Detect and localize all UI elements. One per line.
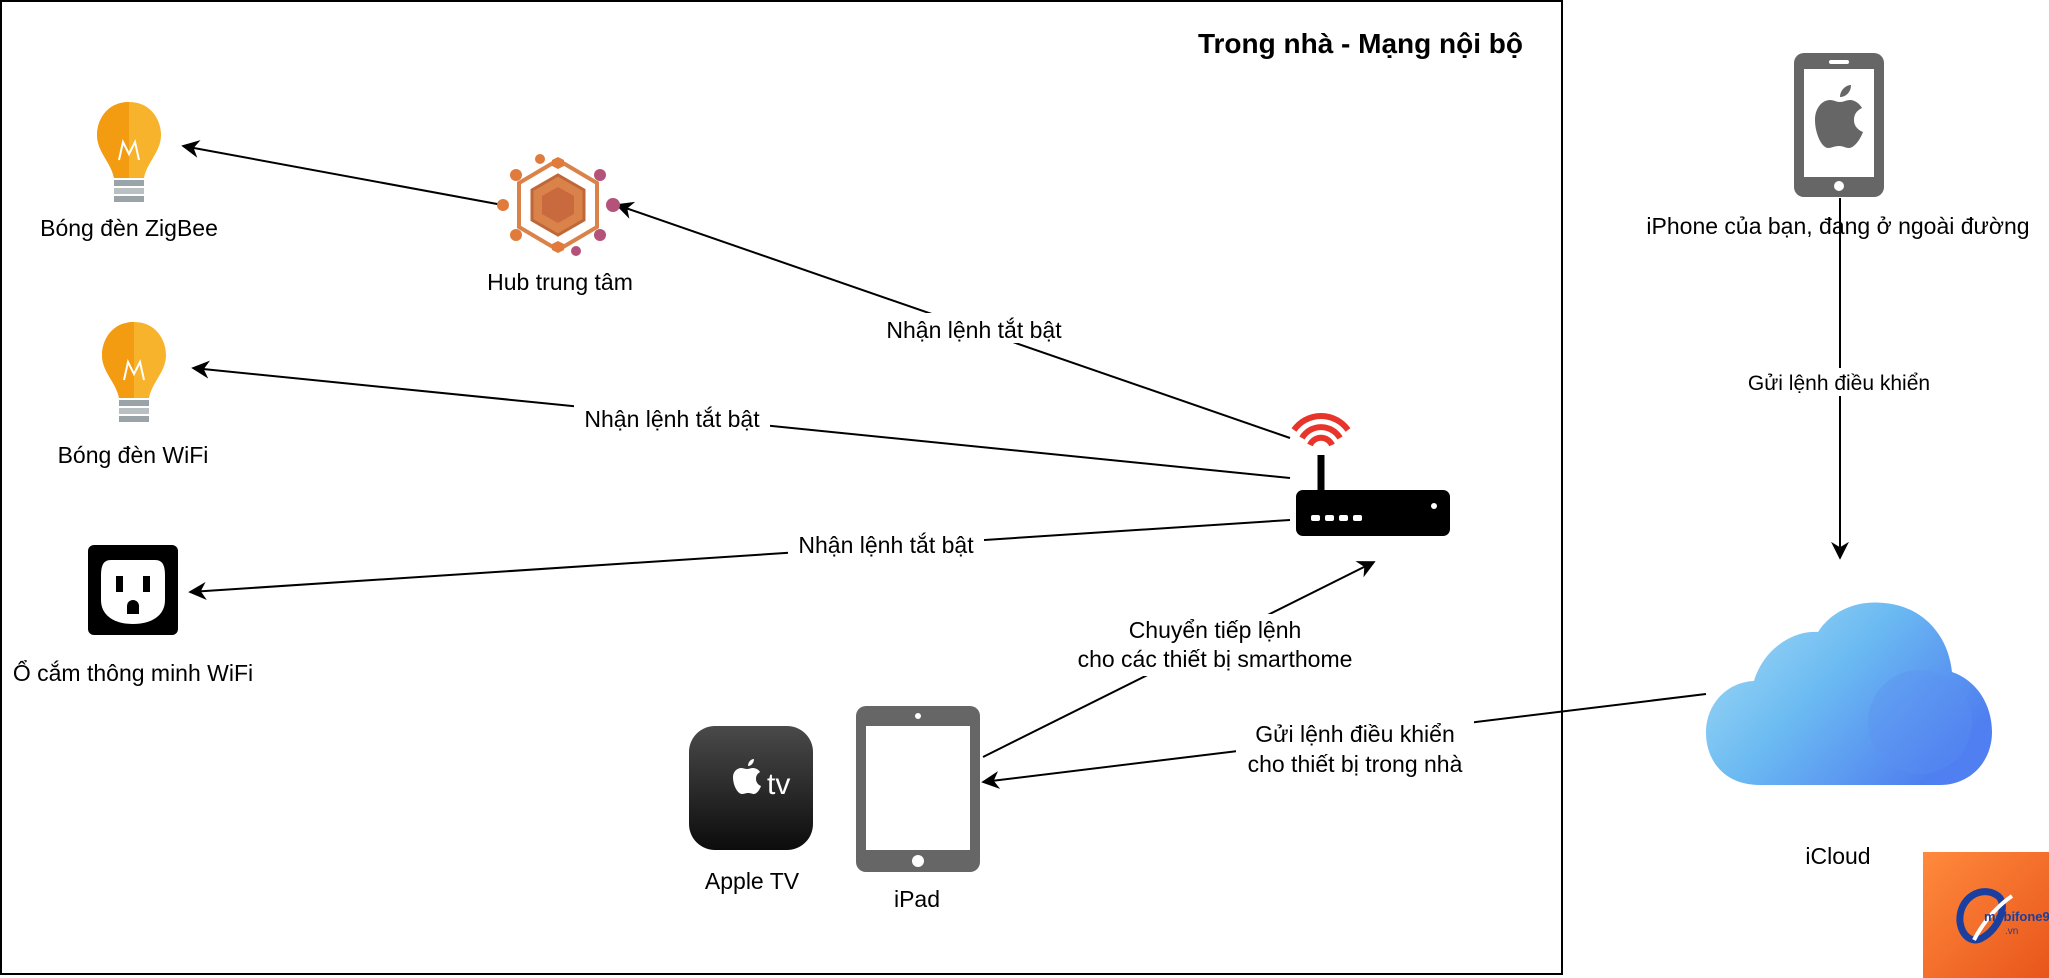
wifi-bulb-icon (102, 322, 166, 422)
icloud-icon (1706, 602, 1992, 785)
edge-label-router-hub: Nhận lệnh tắt bật (886, 317, 1062, 343)
edge-label-router-plug: Nhận lệnh tắt bật (798, 532, 974, 558)
iphone-icon (1794, 53, 1884, 197)
iphone-label: iPhone của bạn, đang ở ngoài đường (1646, 213, 2029, 239)
edge-router-to-smart-plug (188, 519, 1291, 600)
mobifone9-logo: mobifone9 .vn (1923, 852, 2049, 978)
icloud-label: iCloud (1805, 843, 1870, 869)
wifi-bulb-label: Bóng đèn WiFi (58, 442, 209, 468)
edge-label-iphone-icloud: Gửi lệnh điều khiển (1748, 372, 1930, 395)
home-network-container (0, 0, 1563, 975)
zigbee-bulb-label: Bóng đèn ZigBee (40, 215, 218, 241)
edge-hub-to-zigbee-bulb (181, 140, 509, 207)
ipad-label: iPad (894, 886, 940, 912)
smart-plug-label: Ổ cắm thông minh WiFi (13, 659, 253, 686)
logo-subtext: .vn (2005, 926, 2018, 937)
logo-text: mobifone9 (1984, 909, 2049, 924)
hub-icon (497, 154, 620, 256)
edge-label-icloud-ipad-line1: Gửi lệnh điều khiển (1255, 721, 1455, 747)
ipad-icon (856, 706, 980, 872)
apple-tv-icon: tv (689, 726, 813, 850)
smart-plug-icon (88, 545, 178, 635)
edge-label-router-wifi-bulb: Nhận lệnh tắt bật (584, 406, 760, 432)
container-title: Trong nhà - Mạng nội bộ (1198, 28, 1523, 59)
router-icon (1291, 412, 1450, 536)
edge-label-icloud-ipad-line2: cho thiết bị trong nhà (1248, 751, 1463, 777)
edge-label-ipad-router-line2: cho các thiết bị smarthome (1078, 646, 1353, 672)
hub-label: Hub trung tâm (487, 269, 633, 295)
apple-tv-label: Apple TV (705, 868, 800, 894)
zigbee-bulb-icon (97, 102, 161, 202)
edge-label-ipad-router-line1: Chuyển tiếp lệnh (1129, 617, 1302, 643)
svg-text:tv: tv (767, 768, 790, 801)
